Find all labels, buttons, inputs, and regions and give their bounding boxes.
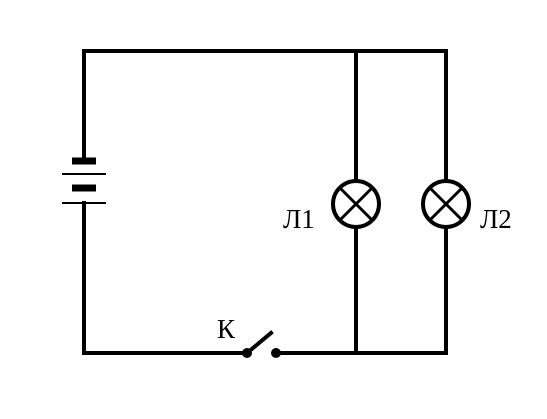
lamp1-label: Л1 xyxy=(283,204,315,234)
battery-icon xyxy=(62,157,106,204)
lamp-icon xyxy=(421,179,471,229)
lamp-icon xyxy=(331,179,381,229)
open-switch-icon xyxy=(242,330,281,358)
lamp2-label: Л2 xyxy=(480,204,512,234)
switch-label: К xyxy=(217,314,236,344)
wires xyxy=(82,49,448,355)
